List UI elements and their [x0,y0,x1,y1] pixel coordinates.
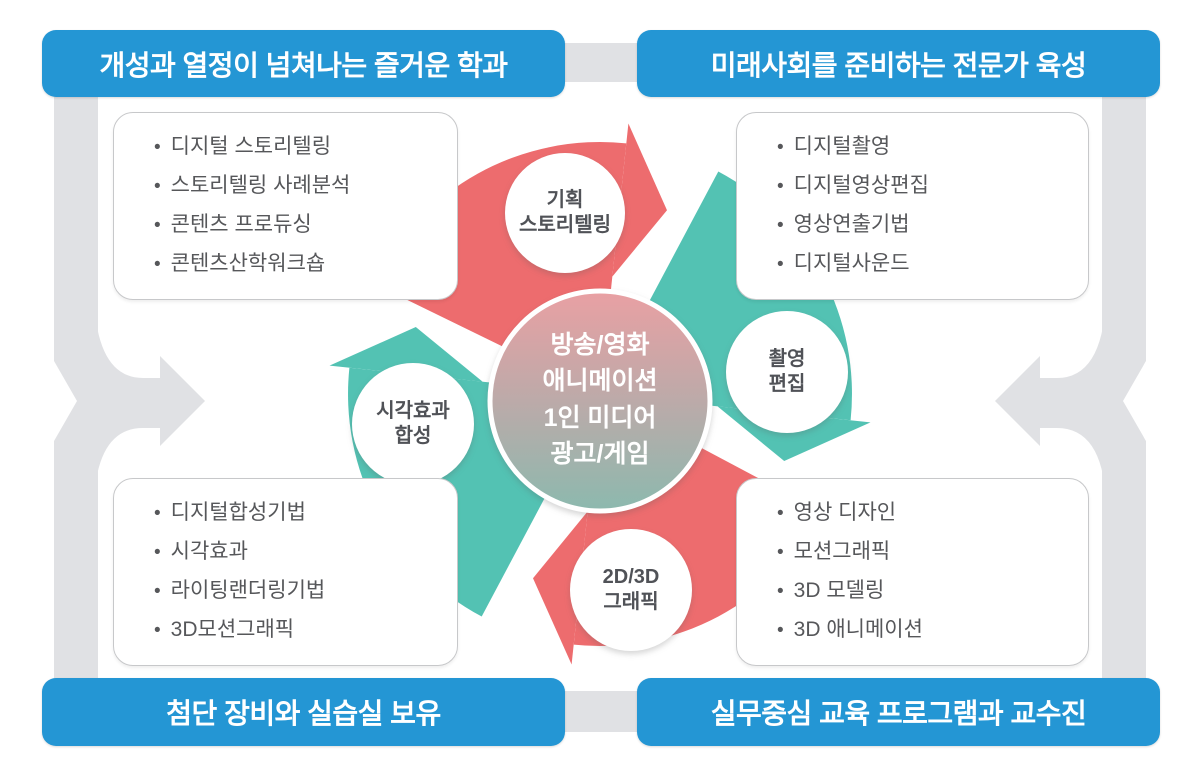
banner-top-left: 개성과 열정이 넘쳐나는 즐거운 학과 [42,30,565,97]
course-list: 디지털 스토리텔링 스토리텔링 사례분석 콘텐츠 프로듀싱 콘텐츠산학워크숍 [154,128,457,284]
course-item: 디지털영상편집 [777,167,1088,206]
course-list: 디지털촬영 디지털영상편집 영상연출기법 디지털사운드 [777,128,1088,284]
connector-right-notch [1123,354,1150,448]
connector-left-arrow [94,300,205,500]
course-item: 모션그래픽 [777,533,1088,572]
banner-bottom-right: 실무중심 교육 프로그램과 교수진 [637,678,1160,746]
course-item: 3D 모델링 [777,572,1088,611]
course-item: 3D모션그래픽 [154,611,457,650]
node-circle-right [726,311,848,433]
course-item: 영상 디자인 [777,494,1088,533]
course-item: 라이팅랜더링기법 [154,572,457,611]
course-item: 콘텐츠산학워크숍 [154,245,457,284]
course-item: 디지털사운드 [777,245,1088,284]
course-item: 영상연출기법 [777,206,1088,245]
connector-right-band [1102,40,1146,740]
course-box-bottom-right: 영상 디자인 모션그래픽 3D 모델링 3D 애니메이션 [736,478,1089,666]
course-item: 스토리텔링 사례분석 [154,167,457,206]
connector-top-bar [557,43,647,82]
course-list: 영상 디자인 모션그래픽 3D 모델링 3D 애니메이션 [777,494,1088,650]
course-item: 디지털합성기법 [154,494,457,533]
node-circle-left [352,363,474,485]
course-item: 디지털 스토리텔링 [154,128,457,167]
connector-right-arrow [995,300,1106,500]
cycle-arrowhead-red-top [612,123,667,277]
course-item: 시각효과 [154,533,457,572]
node-circle-bottom [570,529,692,651]
cycle-arrowhead-teal-left [329,327,483,382]
course-item: 3D 애니메이션 [777,611,1088,650]
course-box-bottom-left: 디지털합성기법 시각효과 라이팅랜더링기법 3D모션그래픽 [113,478,458,666]
course-list: 디지털합성기법 시각효과 라이팅랜더링기법 3D모션그래픽 [154,494,457,650]
course-box-top-left: 디지털 스토리텔링 스토리텔링 사례분석 콘텐츠 프로듀싱 콘텐츠산학워크숍 [113,112,458,300]
connector-left-notch [50,354,77,448]
node-circle-top [505,153,625,273]
cycle-nodes [352,153,848,651]
banner-bottom-left: 첨단 장비와 실습실 보유 [42,678,565,746]
course-item: 디지털촬영 [777,128,1088,167]
connector-frame [50,40,1150,740]
center-circle [487,288,713,514]
banner-top-right: 미래사회를 준비하는 전문가 육성 [637,30,1160,97]
course-item: 콘텐츠 프로듀싱 [154,206,457,245]
connector-bottom-bar [557,691,647,732]
connector-left-band [54,40,98,740]
cycle-arrowhead-red-bottom [533,511,588,665]
course-box-top-right: 디지털촬영 디지털영상편집 영상연출기법 디지털사운드 [736,112,1089,300]
